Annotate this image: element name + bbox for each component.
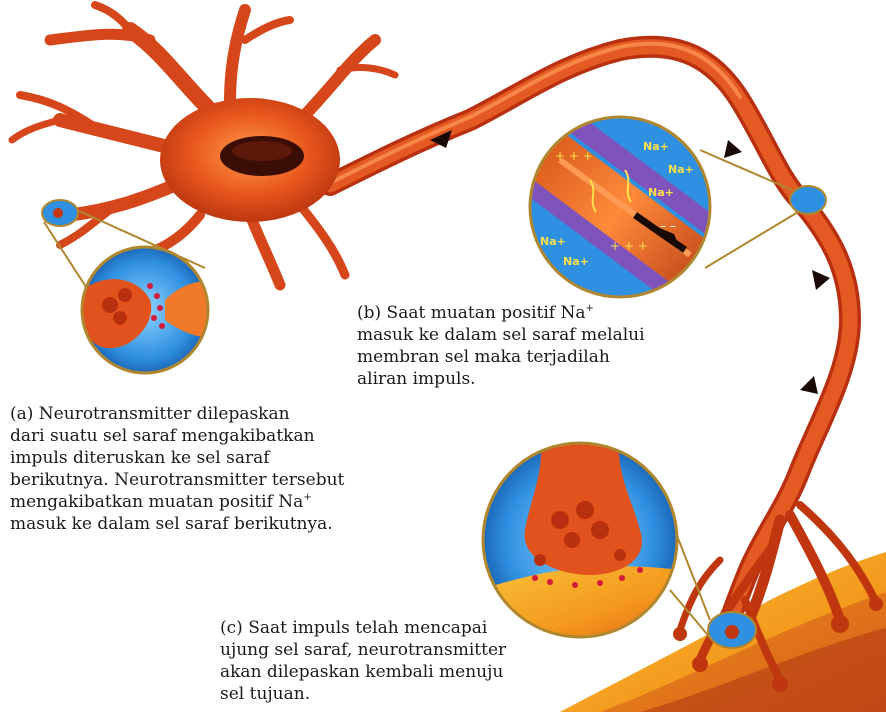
svg-text:+ + +: + + + xyxy=(555,149,593,163)
terminal-marker-c xyxy=(708,612,756,648)
caption-b-line-4: aliran impuls. xyxy=(357,368,645,390)
axon-marker-b xyxy=(790,186,826,214)
cell-body xyxy=(160,98,340,222)
svg-text:– –: – – xyxy=(660,219,676,233)
caption-c-line-1: (c) Saat impuls telah mencapai xyxy=(220,617,506,639)
caption-b-line-3: membran sel maka terjadilah xyxy=(357,346,645,368)
caption-a-line-4: berikutnya. Neurotransmitter tersebut xyxy=(10,469,344,491)
caption-a-line-2: dari suatu sel saraf mengakibatkan xyxy=(10,425,344,447)
na-label-2: Na+ xyxy=(668,163,694,176)
na-label-3: Na+ xyxy=(648,186,674,199)
na-label-1: Na+ xyxy=(643,140,669,153)
caption-a-line-6: masuk ke dalam sel saraf berikutnya. xyxy=(10,513,344,535)
caption-a-line-1: (a) Neurotransmitter dilepaskan xyxy=(10,403,344,425)
caption-b: (b) Saat muatan positif Na+ masuk ke dal… xyxy=(357,302,645,390)
caption-b-line-2: masuk ke dalam sel saraf melalui xyxy=(357,324,645,346)
inset-synapse-a xyxy=(82,247,215,373)
caption-a-line-3: impuls diteruskan ke sel saraf xyxy=(10,447,344,469)
caption-c: (c) Saat impuls telah mencapai ujung sel… xyxy=(220,617,506,705)
caption-a-line-5: mengakibatkan muatan positif Na+ xyxy=(10,491,344,513)
svg-text:+ + +: + + + xyxy=(610,239,648,253)
na-label-5: Na+ xyxy=(563,255,589,268)
inset-terminal-c xyxy=(480,440,680,640)
caption-c-line-3: akan dilepaskan kembali menuju xyxy=(220,661,506,683)
inset-ion-flow-b: + + + + + + – – Na+ Na+ Na+ Na+ Na+ xyxy=(520,70,720,340)
caption-c-line-4: sel tujuan. xyxy=(220,683,506,705)
caption-c-line-2: ujung sel saraf, neurotransmitter xyxy=(220,639,506,661)
caption-a: (a) Neurotransmitter dilepaskan dari sua… xyxy=(10,403,344,535)
caption-b-line-1: (b) Saat muatan positif Na+ xyxy=(357,302,645,324)
synapse-marker-a xyxy=(42,200,78,226)
na-label-4: Na+ xyxy=(540,235,566,248)
